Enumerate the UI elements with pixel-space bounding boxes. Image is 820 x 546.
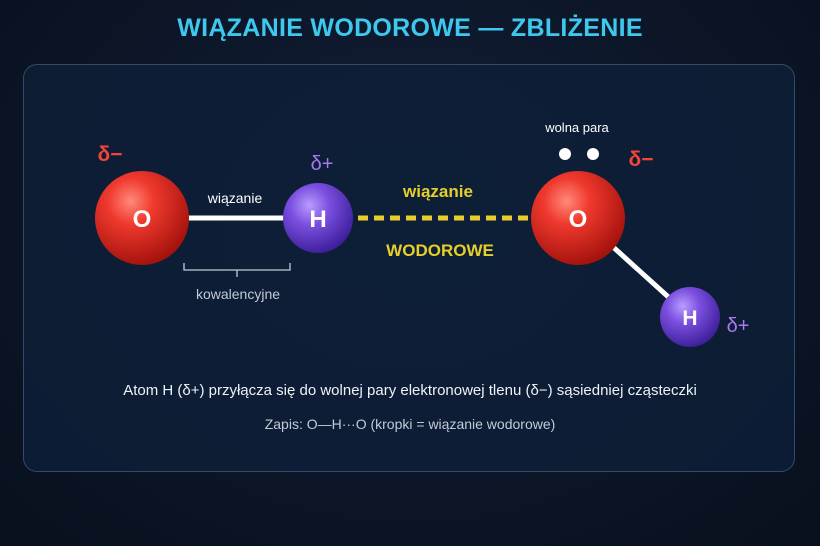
delta-minus-label-2: δ− <box>629 148 654 171</box>
delta-plus-label-1: δ+ <box>311 153 334 175</box>
lone-pair-dot <box>587 148 599 160</box>
lone-pair-label: wolna para <box>544 120 609 135</box>
page-title: WIĄZANIE WODOROWE — ZBLIŻENIE <box>177 14 643 42</box>
description-text: Atom H (δ+) przyłącza się do wolnej pary… <box>123 382 697 399</box>
hydrogen-bond-label-bottom: WODOROWE <box>386 241 494 260</box>
delta-minus-label-1: δ− <box>98 143 123 166</box>
covalent-label-top: wiązanie <box>207 190 263 206</box>
oxygen-atom-1: O <box>95 171 189 265</box>
lone-pair-dot <box>559 148 571 160</box>
hydrogen-symbol-1: H <box>309 206 326 233</box>
oxygen-symbol-2: O <box>569 206 588 233</box>
diagram-panel <box>23 64 795 472</box>
hydrogen-atom-1: H <box>283 183 353 253</box>
hydrogen-symbol-2: H <box>682 307 697 330</box>
hydrogen-atom-2: H <box>660 287 720 347</box>
oxygen-symbol-1: O <box>133 206 152 233</box>
covalent-label-bottom: kowalencyjne <box>196 286 280 302</box>
delta-plus-label-2: δ+ <box>727 315 750 337</box>
notation-text: Zapis: O—H···O (kropki = wiązanie wodoro… <box>264 416 556 432</box>
hydrogen-bond-label-top: wiązanie <box>402 182 473 201</box>
covalent-bond-line-2 <box>610 244 677 305</box>
oxygen-atom-2: O <box>531 171 625 265</box>
covalent-bracket <box>183 263 291 277</box>
